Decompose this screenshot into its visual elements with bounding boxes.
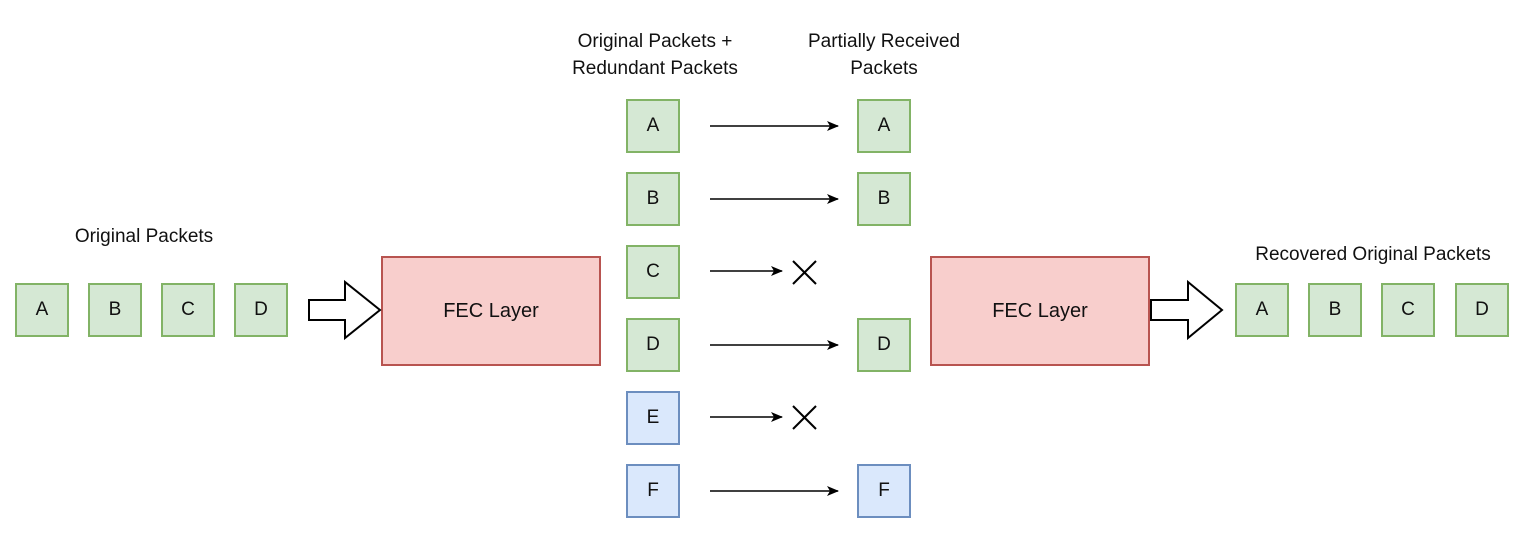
received-heading-line-1: Partially Received xyxy=(807,31,961,52)
sent-packets-heading: Original Packets + Redundant Packets xyxy=(535,28,775,82)
recovered-packet-c: C xyxy=(1381,283,1435,337)
lost-packet-c-cross-icon xyxy=(792,260,817,285)
fec-layer-encoder: FEC Layer xyxy=(381,256,601,366)
sent-packet-a: A xyxy=(626,99,680,153)
sent-heading-line-2: Redundant Packets xyxy=(572,58,738,79)
sent-heading-line-1: Original Packets + xyxy=(577,31,733,52)
fec-layer-decoder: FEC Layer xyxy=(930,256,1150,366)
block-arrow-from-decoder-icon xyxy=(1150,279,1224,341)
recovered-packets-heading: Recovered Original Packets xyxy=(1255,244,1491,265)
block-arrow-to-encoder-icon xyxy=(308,279,382,341)
sent-packet-b: B xyxy=(626,172,680,226)
lost-packet-e-cross-icon xyxy=(792,405,817,430)
received-heading-line-2: Packets xyxy=(850,58,918,79)
original-packet-c: C xyxy=(161,283,215,337)
received-packet-d: D xyxy=(857,318,911,372)
sent-packet-e: E xyxy=(626,391,680,445)
original-packet-d: D xyxy=(234,283,288,337)
recovered-packet-a: A xyxy=(1235,283,1289,337)
original-packet-b: B xyxy=(88,283,142,337)
sent-packet-f: F xyxy=(626,464,680,518)
recovered-packet-d: D xyxy=(1455,283,1509,337)
sent-packet-c: C xyxy=(626,245,680,299)
received-packet-b: B xyxy=(857,172,911,226)
original-packet-a: A xyxy=(15,283,69,337)
received-packets-heading: Partially Received Packets xyxy=(764,28,1004,82)
received-packet-f: F xyxy=(857,464,911,518)
original-packets-heading: Original Packets xyxy=(74,226,214,247)
sent-packet-d: D xyxy=(626,318,680,372)
received-packet-a: A xyxy=(857,99,911,153)
recovered-packet-b: B xyxy=(1308,283,1362,337)
